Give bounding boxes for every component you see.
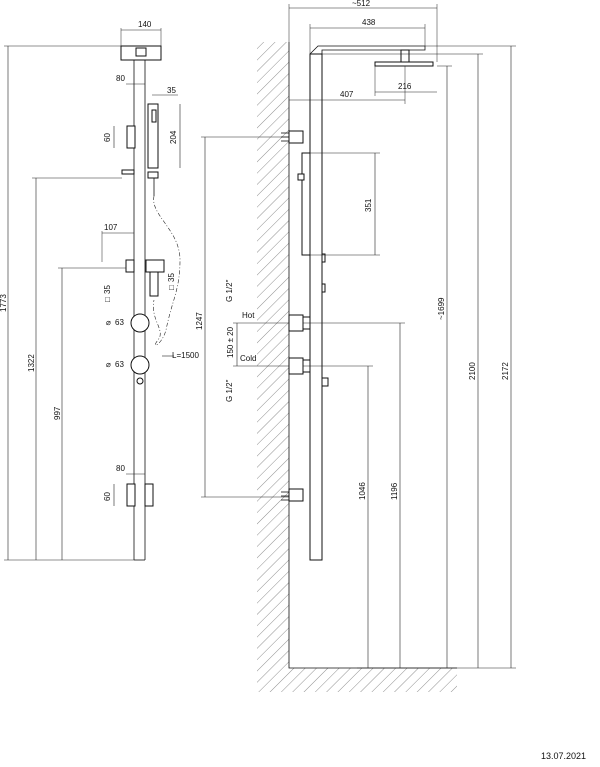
dim-inlet-spacing: 150 ± 20 bbox=[226, 326, 235, 358]
knob-top bbox=[130, 313, 150, 333]
handshower bbox=[149, 271, 159, 297]
dim-height-997: 997 bbox=[53, 406, 62, 420]
dim-height-1196: 1196 bbox=[390, 482, 399, 500]
dim-height-2100: 2100 bbox=[468, 362, 477, 380]
front-dimension-lines bbox=[4, 28, 181, 561]
bracket-top bbox=[126, 125, 136, 149]
dim-overall-width: ~512 bbox=[352, 0, 371, 8]
square-symbol-left: □ bbox=[103, 297, 112, 302]
dim-square-left: □ 35 bbox=[103, 285, 112, 302]
dim-bracket-spacing: 1247 bbox=[195, 312, 204, 330]
wall-hatch bbox=[257, 42, 289, 668]
dim-arm-length: 438 bbox=[362, 18, 376, 27]
diameter-symbol-top: ⌀ bbox=[106, 318, 111, 327]
dim-head-width: 140 bbox=[138, 20, 152, 29]
drawing-date: 13.07.2021 bbox=[540, 751, 586, 761]
dim-knob-top: 63 bbox=[115, 318, 124, 327]
label-hot: Hot bbox=[242, 311, 255, 320]
dim-hose-length: L=1500 bbox=[172, 351, 199, 360]
wall-bracket-top bbox=[288, 130, 304, 144]
diverter-box bbox=[125, 259, 135, 273]
dim-shower-arm: 107 bbox=[104, 223, 118, 232]
dim-bar-width-top: 80 bbox=[116, 74, 125, 83]
dim-bar-width-bottom: 80 bbox=[116, 464, 125, 473]
label-cold: Cold bbox=[240, 354, 256, 363]
dim-handshower-offset: 35 bbox=[167, 86, 176, 95]
dim-holder-height: 204 bbox=[169, 130, 178, 144]
side-view: ~512 438 216 407 351 1247 G 1/2" Hot 150… bbox=[195, 0, 516, 692]
dim-bracket-bottom: 60 bbox=[103, 492, 112, 501]
dim-height-2172: 2172 bbox=[501, 362, 510, 380]
dim-square-right: □ 35 bbox=[167, 273, 176, 290]
dim-square-right-value: 35 bbox=[167, 273, 176, 282]
handshower-holder bbox=[147, 103, 159, 169]
inlet-cold bbox=[288, 357, 304, 375]
side-dimension-lines bbox=[201, 4, 516, 669]
diameter-symbol-bottom: ⌀ bbox=[106, 360, 111, 369]
dim-knob-bottom: 63 bbox=[115, 360, 124, 369]
square-symbol-right: □ bbox=[167, 285, 176, 290]
rain-head-side bbox=[374, 61, 434, 67]
side-main-column bbox=[309, 53, 323, 561]
thread-hot: G 1/2" bbox=[225, 279, 234, 302]
inlet-hot bbox=[288, 314, 304, 332]
wall-bracket-bottom bbox=[288, 488, 304, 502]
dim-rail-length: 351 bbox=[364, 198, 373, 212]
dim-bracket-top: 60 bbox=[103, 133, 112, 142]
dim-wall-offset: 407 bbox=[340, 90, 354, 99]
bracket-bottom bbox=[126, 483, 136, 507]
dim-height-1046: 1046 bbox=[358, 482, 367, 500]
dim-height-1699: ~1699 bbox=[437, 297, 446, 320]
hose bbox=[153, 195, 181, 346]
dim-total-height: 1773 bbox=[0, 294, 8, 312]
dim-height-1322: 1322 bbox=[27, 354, 36, 372]
slide-rail bbox=[301, 152, 311, 256]
front-view: 140 80 35 204 60 107 □ 35 □ 35 ⌀ 63 L=15… bbox=[0, 20, 199, 561]
knob-bottom bbox=[130, 355, 150, 375]
dim-head-depth: 216 bbox=[398, 82, 412, 91]
dim-square-left-value: 35 bbox=[103, 285, 112, 294]
thread-cold: G 1/2" bbox=[225, 379, 234, 402]
floor-hatch bbox=[257, 668, 457, 692]
